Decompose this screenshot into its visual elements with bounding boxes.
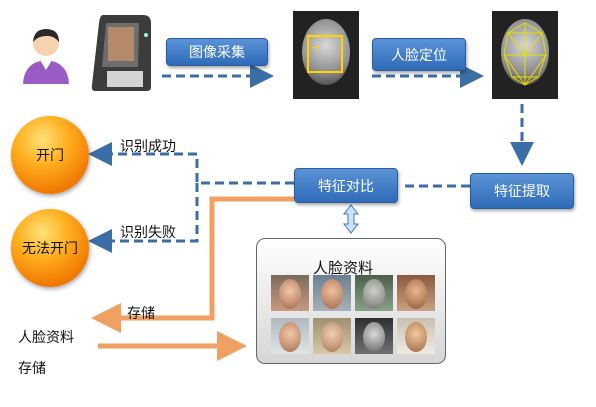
step-feature-extract-label: 特征提取	[494, 184, 550, 200]
step-image-capture: 图像采集	[166, 38, 268, 66]
step-feature-compare-label: 特征对比	[318, 178, 374, 195]
dashed-flow-arrows	[88, 64, 534, 253]
face-thumbnail	[313, 275, 351, 311]
face-thumbnail	[397, 318, 435, 354]
face-thumbnail	[313, 318, 351, 354]
face-scanner-device-icon	[91, 15, 151, 91]
face-thumbnail	[271, 275, 309, 311]
face-thumbnail	[271, 318, 309, 354]
arrow-compare-to-open	[88, 142, 294, 185]
arrow-compare-to-store	[91, 196, 294, 333]
step-feature-compare: 特征对比	[294, 168, 398, 203]
step-face-locate-label: 人脸定位	[391, 47, 447, 64]
face-database-panel: 人脸资料	[256, 238, 446, 364]
cannot-open-circle: 无法开门	[11, 209, 89, 287]
cannot-open-label: 无法开门	[22, 241, 78, 257]
face-mesh-photo	[492, 11, 558, 99]
store-label: 存储	[127, 306, 155, 322]
step-feature-extract: 特征提取	[470, 173, 574, 209]
captured-face-photo: +	[293, 11, 359, 99]
face-thumbnail	[397, 275, 435, 311]
face-data-store-label: 存储	[18, 361, 46, 377]
step-face-locate: 人脸定位	[372, 38, 466, 71]
step-image-capture-label: 图像采集	[189, 45, 245, 61]
double-arrow-icon	[342, 204, 360, 234]
open-door-label: 开门	[36, 148, 64, 164]
open-door-circle: 开门	[11, 116, 89, 194]
storage-arrows	[91, 196, 294, 361]
face-thumbnail	[355, 318, 393, 354]
arrow-compare-to-fail	[88, 183, 199, 253]
recognition-success-label: 识别成功	[120, 139, 176, 155]
face-database-title: 人脸资料	[313, 259, 374, 277]
recognition-failure-label: 识别失败	[120, 225, 176, 241]
face-data-input-label: 人脸资料	[18, 330, 74, 346]
person-icon	[23, 29, 69, 84]
face-thumbnail	[355, 275, 393, 311]
